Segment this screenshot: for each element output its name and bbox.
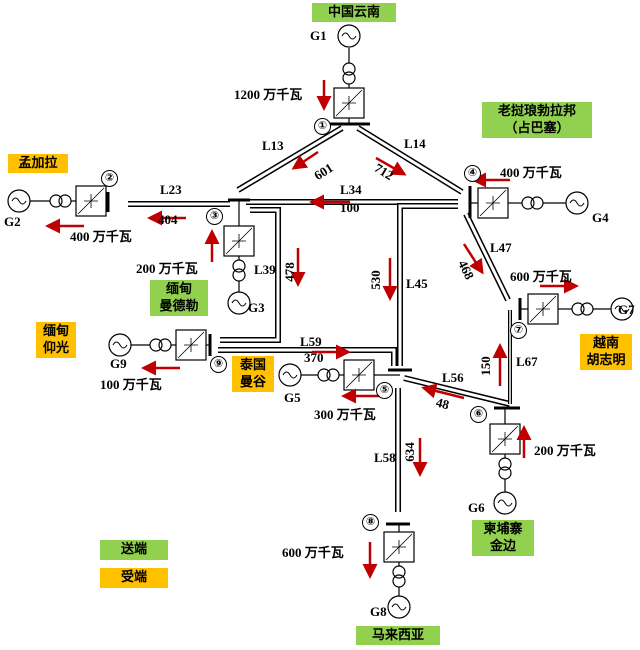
legend-receive: 受端	[100, 568, 168, 588]
flow-39: 478	[281, 262, 297, 282]
node-5: ⑤	[376, 382, 393, 399]
line-label-L14: L14	[404, 136, 426, 151]
gen-label-6: G6	[468, 500, 485, 515]
gen-label-4: G4	[592, 210, 609, 225]
line-label-L67: L67	[516, 354, 538, 369]
line-label-L45: L45	[406, 276, 428, 291]
transmission-lines	[128, 125, 512, 512]
line-label-L56: L56	[442, 370, 464, 385]
line-label-L59: L59	[300, 334, 322, 349]
line-label-L39: L39	[254, 262, 276, 277]
node-4: ④	[464, 165, 481, 182]
gen-label-2: G2	[4, 214, 21, 229]
flow-34: 100	[340, 200, 360, 215]
flow-59: 370	[304, 350, 324, 365]
node-2: ②	[101, 170, 118, 187]
line-L47	[463, 212, 511, 302]
node-6: ⑥	[470, 406, 487, 423]
flow-23: 404	[158, 212, 178, 227]
region-laos: 老挝琅勃拉邦 （占巴塞）	[482, 102, 592, 138]
power-9: 100 万千瓦	[100, 377, 162, 392]
node-9: ⑨	[210, 356, 227, 373]
region-cambodia: 柬埔寨 金边	[472, 520, 534, 556]
line-label-L34: L34	[340, 182, 362, 197]
line-label-L47: L47	[490, 240, 512, 255]
line-label-L58: L58	[374, 450, 396, 465]
node-7: ⑦	[510, 322, 527, 339]
region-bangladesh: 孟加拉	[8, 154, 68, 173]
connectors	[30, 48, 612, 596]
gen-label-9: G9	[110, 356, 127, 371]
power-7: 600 万千瓦	[510, 269, 572, 284]
power-3: 200 万千瓦	[136, 261, 198, 276]
arrow-f47	[462, 243, 484, 275]
flow-67: 150	[477, 356, 493, 376]
node-1: ①	[314, 118, 331, 135]
region-myanmar-yangon: 缅甸 仰光	[36, 322, 76, 358]
flow-arrows	[45, 80, 579, 579]
power-8: 600 万千瓦	[282, 545, 344, 560]
power-4: 400 万千瓦	[500, 165, 562, 180]
arrow-f14	[375, 156, 407, 176]
node-3: ③	[206, 208, 223, 225]
gen-label-3: G3	[248, 300, 265, 315]
converter-stations	[75, 87, 559, 563]
gen-label-5: G5	[284, 390, 301, 405]
gen-label-1: G1	[310, 28, 327, 43]
region-myanmar-mandalay: 缅甸 曼德勒	[150, 280, 208, 316]
power-2: 400 万千瓦	[70, 229, 132, 244]
flow-58: 634	[401, 442, 417, 462]
gen-label-8: G8	[370, 604, 387, 619]
region-yunnan: 中国云南	[312, 3, 396, 22]
line-L56	[403, 375, 511, 407]
power-1: 1200 万千瓦	[234, 87, 303, 102]
region-malaysia: 马来西亚	[356, 626, 440, 645]
flow-45: 530	[367, 270, 383, 290]
arrow-f56	[421, 383, 465, 400]
power-6: 200 万千瓦	[534, 443, 596, 458]
line-label-L23: L23	[160, 182, 182, 197]
gen-label-7: G7	[618, 302, 635, 317]
line-L13	[236, 125, 344, 193]
legend-send: 送端	[100, 540, 168, 560]
line-label-L13: L13	[262, 138, 284, 153]
region-vietnam: 越南 胡志明	[580, 334, 632, 370]
line-L39	[220, 207, 281, 343]
line-L45	[397, 203, 458, 366]
arrow-f13	[291, 150, 319, 170]
node-8: ⑧	[362, 514, 379, 531]
region-thailand: 泰国 曼谷	[232, 356, 274, 392]
power-5: 300 万千瓦	[314, 407, 376, 422]
line-L14	[356, 125, 464, 195]
line-L59	[218, 347, 397, 366]
